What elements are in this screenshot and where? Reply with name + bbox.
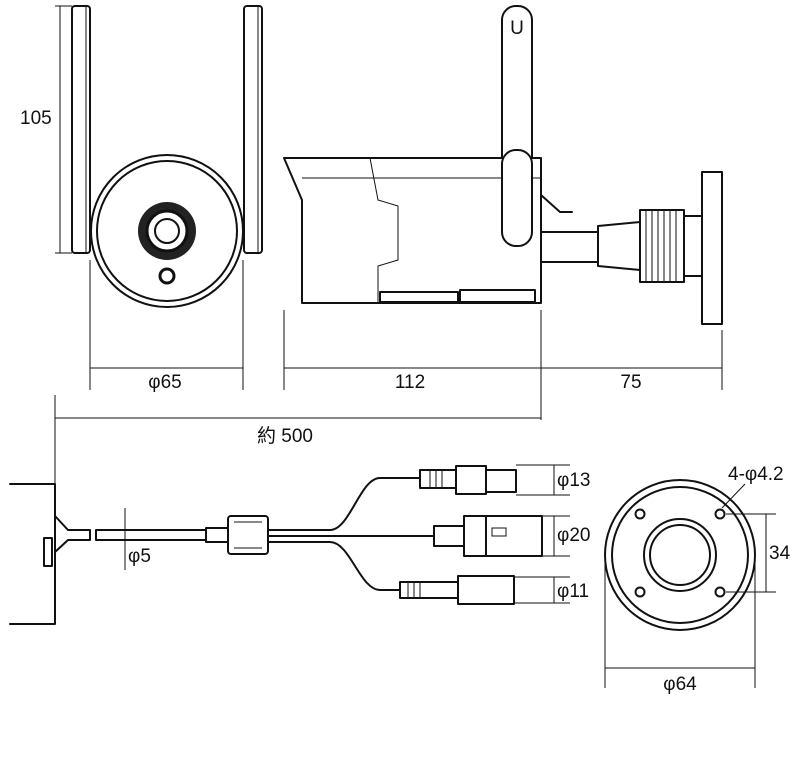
light-sensor	[158, 267, 176, 285]
bracket-length-label: 75	[620, 372, 641, 393]
dc-plug	[419, 469, 457, 489]
cable-view: 約 500 φ5 φ13 φ20	[9, 395, 590, 625]
wall-plate	[701, 171, 723, 325]
svg-text:U: U	[510, 18, 524, 39]
audio-branch	[267, 541, 401, 591]
cable-length-label: 約 500	[257, 425, 313, 447]
mount-base	[604, 479, 756, 631]
main-cable	[95, 529, 207, 541]
center-hole	[643, 518, 717, 592]
lan-boot	[433, 525, 465, 547]
audio-plug	[399, 581, 459, 599]
mount-hole	[714, 508, 726, 520]
front-view: 105 φ65	[20, 5, 263, 393]
mount-hole-spacing-label: 34	[769, 543, 791, 564]
right-antenna	[243, 5, 263, 254]
left-antenna	[71, 5, 91, 254]
front-height-label: 105	[20, 108, 52, 129]
mount-base-diameter-label: φ64	[663, 674, 697, 695]
camera-stub	[9, 483, 56, 625]
lan-plug-diameter-label: φ20	[557, 525, 590, 546]
mount-base-view: 4-φ4.2 34 φ64	[604, 464, 791, 695]
side-view: U 112 75	[283, 5, 723, 420]
mount-hole	[634, 586, 646, 598]
mount-hole	[714, 586, 726, 598]
body-length-label: 112	[395, 372, 425, 393]
mount-holes-label: 4-φ4.2	[728, 464, 784, 485]
dc-plug-diameter-label: φ13	[557, 470, 590, 491]
front-diameter-label: φ65	[148, 372, 181, 393]
cable-diameter-label: φ5	[128, 546, 151, 567]
bracket-joint	[639, 209, 685, 283]
audio-plug-diameter-label: φ11	[557, 581, 589, 602]
mount-hole	[634, 508, 646, 520]
dc-branch	[267, 477, 421, 531]
